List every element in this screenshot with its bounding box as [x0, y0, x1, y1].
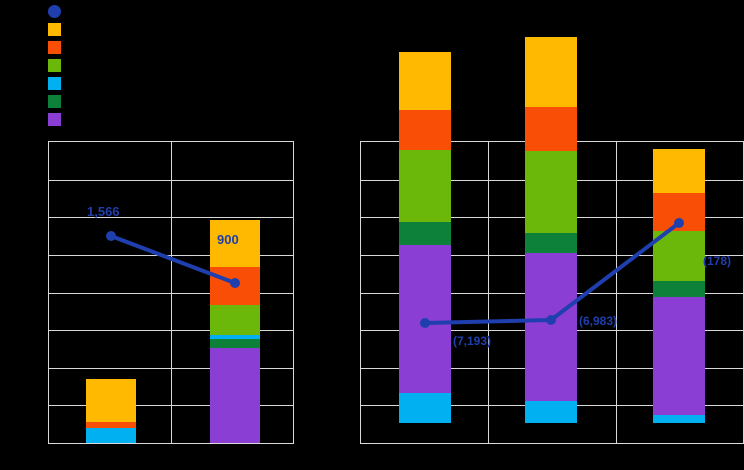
- bar-segment-cyan[interactable]: [210, 335, 260, 339]
- data-label: 900: [217, 232, 239, 247]
- chart-legend: [48, 0, 348, 128]
- left-chart-plot-area: 1,566 900: [49, 142, 293, 443]
- bar-segment-green-dark[interactable]: [653, 281, 705, 297]
- legend-swatch-purple-icon: [48, 112, 61, 126]
- bar-segment-orange-light[interactable]: [399, 52, 451, 110]
- right-chart-panel: (7,193) (6,983) (178): [360, 37, 744, 444]
- bar-segment-orange-dark[interactable]: [399, 110, 451, 150]
- bar-segment-green-dark[interactable]: [210, 339, 260, 348]
- legend-swatch-cyan-icon: [48, 76, 61, 90]
- bar-segment-orange-dark[interactable]: [86, 422, 136, 428]
- bar-segment-orange-light[interactable]: [86, 379, 136, 422]
- bar-segment-orange-dark[interactable]: [525, 107, 577, 151]
- legend-item-cyan[interactable]: [48, 74, 69, 92]
- legend-item-orange-dark[interactable]: [48, 38, 69, 56]
- bar-segment-purple[interactable]: [525, 253, 577, 401]
- legend-swatch-green-light-icon: [48, 58, 61, 72]
- gridline-vertical: [488, 142, 489, 443]
- left-chart-panel: 1,566 900: [48, 141, 294, 444]
- bar-segment-green-light[interactable]: [399, 150, 451, 222]
- data-label: 1,566: [87, 204, 120, 219]
- legend-swatch-green-dark-icon: [48, 94, 61, 108]
- legend-item-total-marker[interactable]: [48, 2, 69, 20]
- data-label: (7,193): [453, 334, 492, 348]
- bar-segment-cyan[interactable]: [653, 415, 705, 423]
- data-label: (6,983): [579, 314, 618, 328]
- bar-segment-green-light[interactable]: [653, 231, 705, 281]
- bar-segment-purple[interactable]: [210, 348, 260, 443]
- bar-segment-orange-light[interactable]: [653, 149, 705, 193]
- gridline-vertical: [171, 142, 172, 443]
- bar-segment-purple[interactable]: [399, 245, 451, 393]
- gridline-vertical: [616, 142, 617, 443]
- legend-swatch-total-marker-icon: [48, 4, 61, 18]
- bar-segment-cyan[interactable]: [525, 401, 577, 423]
- bar-segment-cyan[interactable]: [86, 428, 136, 443]
- bar-segment-green-dark[interactable]: [399, 222, 451, 245]
- stacked-bar[interactable]: [399, 52, 451, 423]
- stacked-bar[interactable]: [86, 379, 136, 443]
- bar-segment-purple[interactable]: [653, 297, 705, 415]
- bar-segment-orange-dark[interactable]: [210, 267, 260, 305]
- stacked-bar[interactable]: [525, 37, 577, 423]
- bar-segment-orange-dark[interactable]: [653, 193, 705, 231]
- legend-item-purple[interactable]: [48, 110, 69, 128]
- bar-segment-green-dark[interactable]: [525, 233, 577, 253]
- stacked-bar[interactable]: [210, 220, 260, 443]
- bar-segment-green-light[interactable]: [210, 305, 260, 335]
- legend-item-green-light[interactable]: [48, 56, 69, 74]
- legend-swatch-orange-light-icon: [48, 22, 61, 36]
- right-chart-plot-area: (7,193) (6,983) (178): [361, 37, 743, 443]
- stacked-bar[interactable]: [653, 149, 705, 423]
- legend-swatch-orange-dark-icon: [48, 40, 61, 54]
- legend-item-orange-light[interactable]: [48, 20, 69, 38]
- bar-segment-green-light[interactable]: [525, 151, 577, 233]
- bar-segment-cyan[interactable]: [399, 393, 451, 423]
- total-line-marker[interactable]: [106, 231, 116, 241]
- data-label: (178): [703, 254, 732, 268]
- bar-segment-orange-light[interactable]: [525, 37, 577, 107]
- legend-item-green-dark[interactable]: [48, 92, 69, 110]
